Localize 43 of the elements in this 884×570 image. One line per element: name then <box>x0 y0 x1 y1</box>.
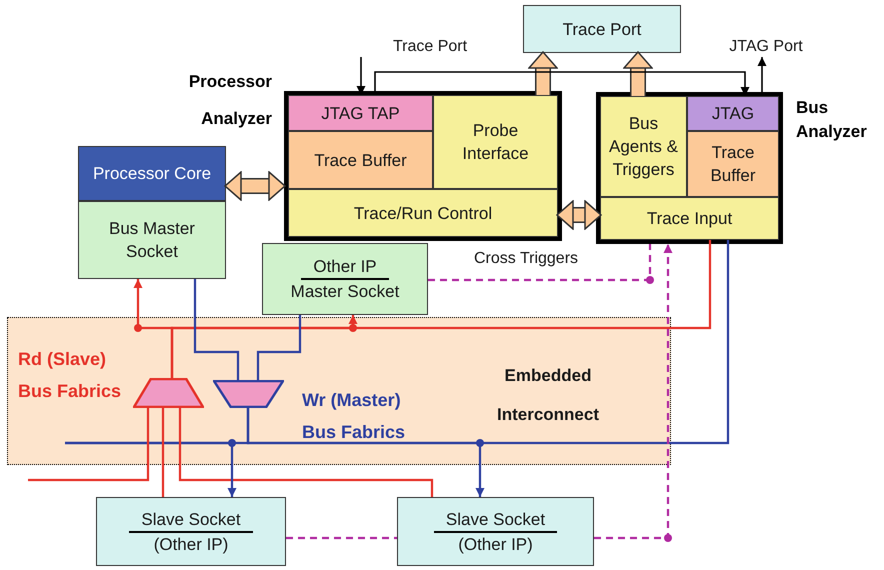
block-box <box>600 197 779 240</box>
heading: Bus Analyzer <box>796 97 868 143</box>
dashed-connector <box>286 536 397 540</box>
block-box <box>600 96 687 197</box>
node-text: Bus Agents & Triggers <box>608 113 679 181</box>
dashed-connector <box>428 244 652 282</box>
node-text: Bus Master Socket <box>108 218 196 263</box>
interconnect-region <box>7 317 671 465</box>
node-text: Trace Input <box>646 208 732 230</box>
port-label: JTAG Port <box>729 37 803 57</box>
bus-label: Rd (Slave) Bus Fabrics <box>18 348 122 403</box>
node-text: (Other IP) <box>458 534 533 556</box>
node-text: JTAG <box>712 103 754 125</box>
block-box <box>687 96 779 131</box>
port-label: Trace Port <box>392 37 468 57</box>
node-text: Slave Socket <box>434 508 558 532</box>
node-text: Slave Socket <box>129 508 253 532</box>
node-text: Master Socket <box>290 281 400 303</box>
block-box <box>262 243 428 315</box>
heading: Processor Analyzer <box>188 71 272 130</box>
block-box <box>288 131 433 189</box>
block-box <box>397 497 594 566</box>
block-box <box>78 201 226 279</box>
node-text: (Other IP) <box>154 534 228 556</box>
trigger-label: Cross Triggers <box>474 249 578 269</box>
node-text: Trace Port <box>562 18 642 40</box>
block-box <box>687 131 779 197</box>
block-box <box>96 497 286 566</box>
bus-label: Wr (Master) Bus Fabrics <box>302 389 406 444</box>
node-text: JTAG TAP <box>321 102 400 124</box>
node-text: Other IP <box>301 255 389 280</box>
node-text: Processor Core <box>92 163 212 185</box>
node-text: Trace Buffer <box>314 150 407 172</box>
block-box <box>78 146 226 201</box>
block-box <box>288 95 433 131</box>
block-box <box>288 189 558 237</box>
block-box <box>523 5 681 53</box>
dashed-connector <box>594 244 672 540</box>
node-text: Trace Buffer <box>709 142 757 187</box>
node-text: Probe Interface <box>461 120 530 165</box>
block-box <box>433 95 558 189</box>
heading: Embedded Interconnect <box>496 365 600 426</box>
node-text: Trace/Run Control <box>354 202 492 224</box>
